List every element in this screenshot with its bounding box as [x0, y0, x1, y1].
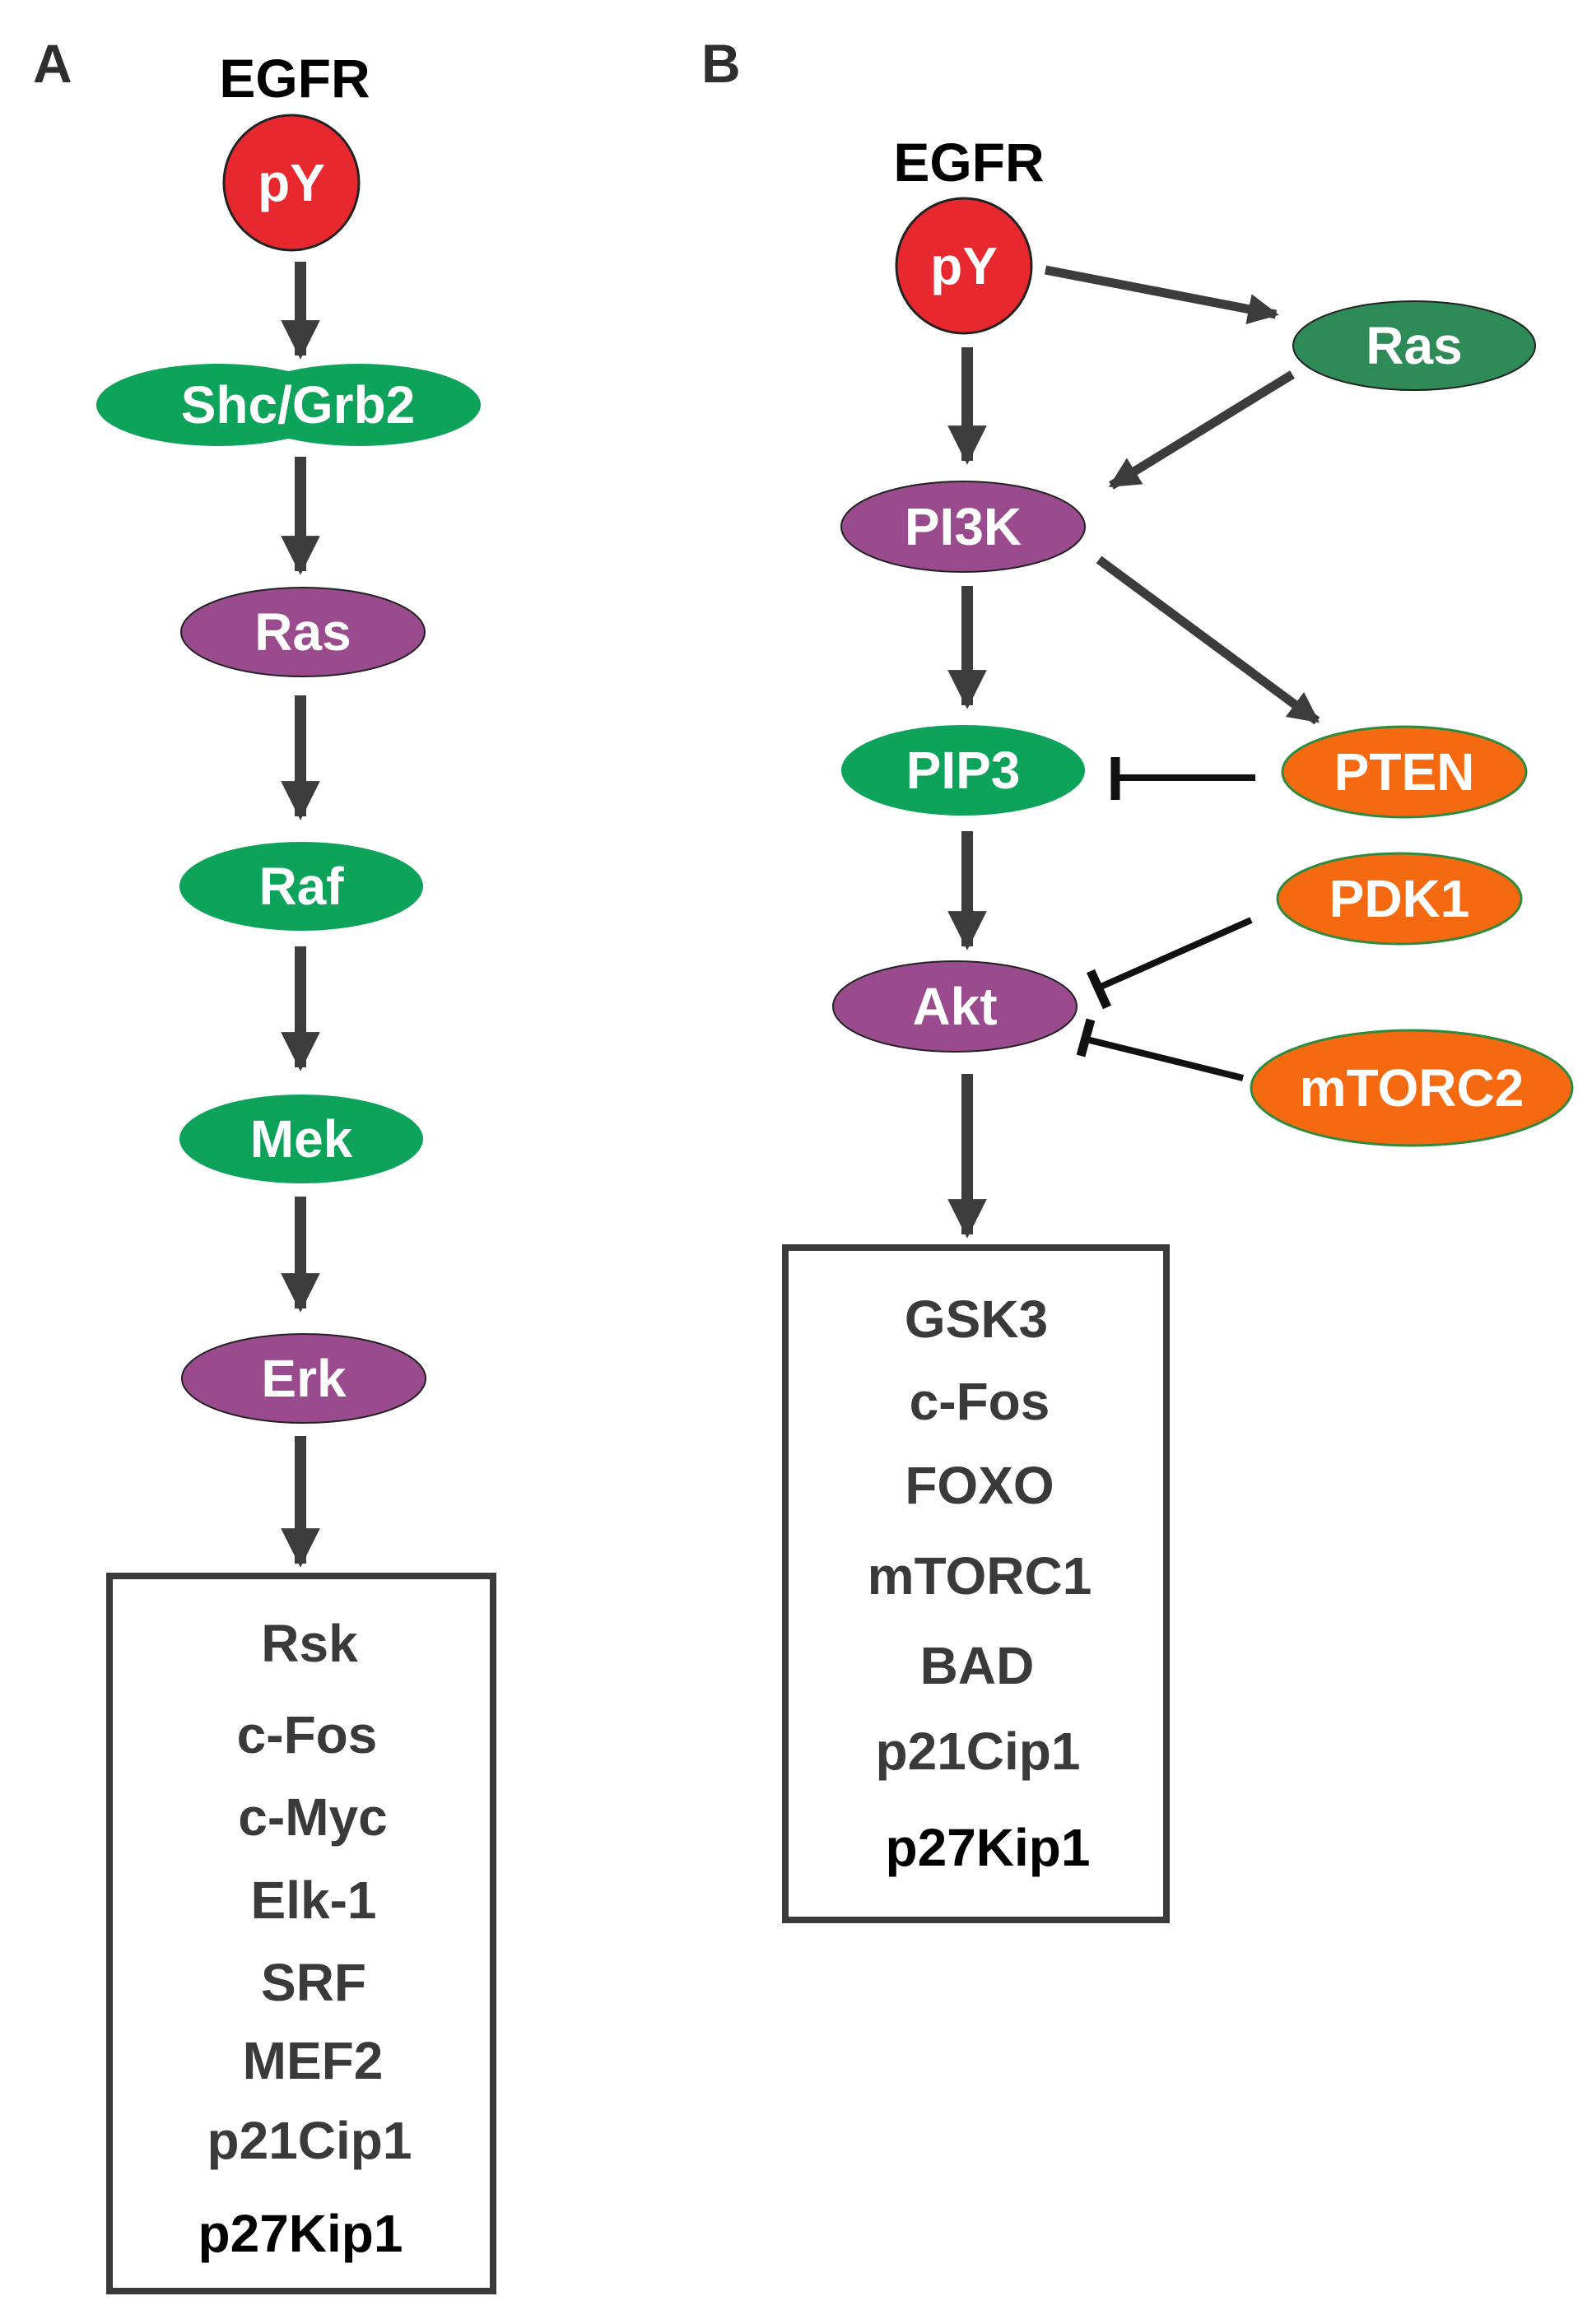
panel-b-target: BAD: [920, 1636, 1035, 1695]
panel-a-target: c-Myc: [238, 1787, 387, 1847]
panel-a-target: Elk-1: [251, 1871, 377, 1930]
panel-b-pdk1-ellipse: [1276, 852, 1523, 946]
panel-b-pten-ellipse: [1281, 725, 1528, 819]
panel-b-phospho-node: [895, 197, 1033, 335]
panel-b-inhibit-pten-pip3: [1110, 757, 1255, 800]
panel-b-pip3-label: PIP3: [906, 741, 1021, 800]
panel-b-targets-list: GSK3 c-Fos FOXO mTORC1 BAD p21Cip1 p27Ki…: [868, 1290, 1092, 1877]
panel-b-akt-ellipse: [832, 960, 1078, 1053]
panel-b-mtorc2-ellipse: [1250, 1029, 1574, 1147]
panel-a-node-shc-grb2: Shc/Grb2: [96, 364, 481, 446]
panel-a-erk-ellipse: [181, 1333, 426, 1424]
panel-b-inhibit-pdk1-akt: [1086, 917, 1253, 1010]
panel-a-targets-box: [106, 1573, 496, 2294]
panel-b-target: GSK3: [905, 1290, 1048, 1349]
panel-a-node-label-2: Raf: [258, 857, 344, 916]
panel-b-phospho-label: pY: [930, 236, 998, 295]
panel-b-inhibit-mtorc2-akt: [1076, 1018, 1244, 1081]
panel-b-pten-label: PTEN: [1334, 742, 1475, 802]
panel-b-akt-label: Akt: [912, 977, 997, 1036]
panel-b-node-ras: Ras: [1292, 300, 1536, 391]
panel-b: B EGFR pY Ras PI3K: [701, 33, 1574, 1923]
panel-a-target: p21Cip1: [207, 2111, 412, 2170]
panel-a-node-label-3: Mek: [250, 1109, 353, 1169]
panel-a-target: c-Fos: [237, 1705, 378, 1764]
panel-b-pi3k-label: PI3K: [905, 497, 1022, 556]
panel-a-raf-ellipse: [179, 842, 423, 931]
panel-b-arrow-pi3k-pten: [1096, 555, 1320, 725]
panel-b-ras-label: Ras: [1366, 316, 1462, 375]
panel-a: A EGFR pY Shc/Grb2 Ras Raf Mek: [33, 33, 496, 2294]
panel-b-ras-ellipse: [1292, 300, 1536, 391]
inhibit-bar: [1086, 969, 1112, 1010]
panel-a-phospho-label: pY: [258, 153, 325, 212]
panel-b-arrow-ras-pi3k: [1108, 370, 1295, 490]
panel-a-mek-ellipse: [179, 1095, 423, 1183]
panel-a-node-label-4: Erk: [261, 1349, 347, 1408]
panel-a-receptor-label: EGFR: [219, 48, 370, 109]
panel-a-node-raf: Raf: [179, 842, 423, 931]
inhibit-bar: [1076, 1018, 1096, 1057]
panel-b-node-pdk1: PDK1: [1276, 852, 1523, 946]
inhibit-line: [1097, 917, 1253, 991]
panel-a-targets-list: Rsk c-Fos c-Myc Elk-1 SRF MEF2 p21Cip1 p…: [198, 1614, 412, 2263]
panel-b-mtorc2-label: mTORC2: [1300, 1058, 1524, 1118]
panel-a-target: Rsk: [261, 1614, 358, 1673]
panel-a-target: MEF2: [243, 2031, 384, 2090]
panel-a-node-erk: Erk: [181, 1333, 426, 1424]
panel-a-ras-ellipse: [180, 587, 426, 677]
panel-b-node-akt: Akt: [832, 960, 1078, 1053]
panel-b-node-pip3: PIP3: [841, 725, 1085, 816]
panel-a-node-label-0: Shc/Grb2: [181, 375, 416, 435]
panel-a-node-label-1: Ras: [254, 602, 351, 662]
grb2-ellipse: [237, 364, 481, 446]
panel-a-node-ras: Ras: [180, 587, 426, 677]
panel-b-pi3k-ellipse: [840, 481, 1086, 573]
panel-b-target-last: p27Kip1: [886, 1818, 1091, 1877]
panel-a-label: A: [33, 33, 72, 94]
panel-b-pip3-ellipse: [841, 725, 1085, 816]
panel-a-node-mek: Mek: [179, 1095, 423, 1183]
panel-b-pdk1-label: PDK1: [1329, 869, 1470, 928]
panel-a-phospho-node: [222, 114, 361, 252]
inhibit-line: [1086, 1036, 1244, 1081]
panel-b-receptor-label: EGFR: [893, 132, 1044, 193]
panel-b-target: p21Cip1: [876, 1722, 1081, 1781]
panel-b-targets-box: [782, 1244, 1170, 1923]
panel-b-node-pten: PTEN: [1281, 725, 1528, 819]
panel-b-node-pi3k: PI3K: [840, 481, 1086, 573]
panel-b-label: B: [701, 33, 741, 94]
panel-b-target: mTORC1: [868, 1546, 1092, 1606]
panel-b-target: c-Fos: [910, 1372, 1050, 1431]
panel-b-target: FOXO: [905, 1456, 1054, 1515]
panel-a-target-last: p27Kip1: [198, 2204, 403, 2263]
panel-b-node-mtorc2: mTORC2: [1250, 1029, 1574, 1147]
panel-b-arrow-py-ras: [1044, 265, 1279, 324]
panel-a-target: SRF: [261, 1953, 366, 2012]
